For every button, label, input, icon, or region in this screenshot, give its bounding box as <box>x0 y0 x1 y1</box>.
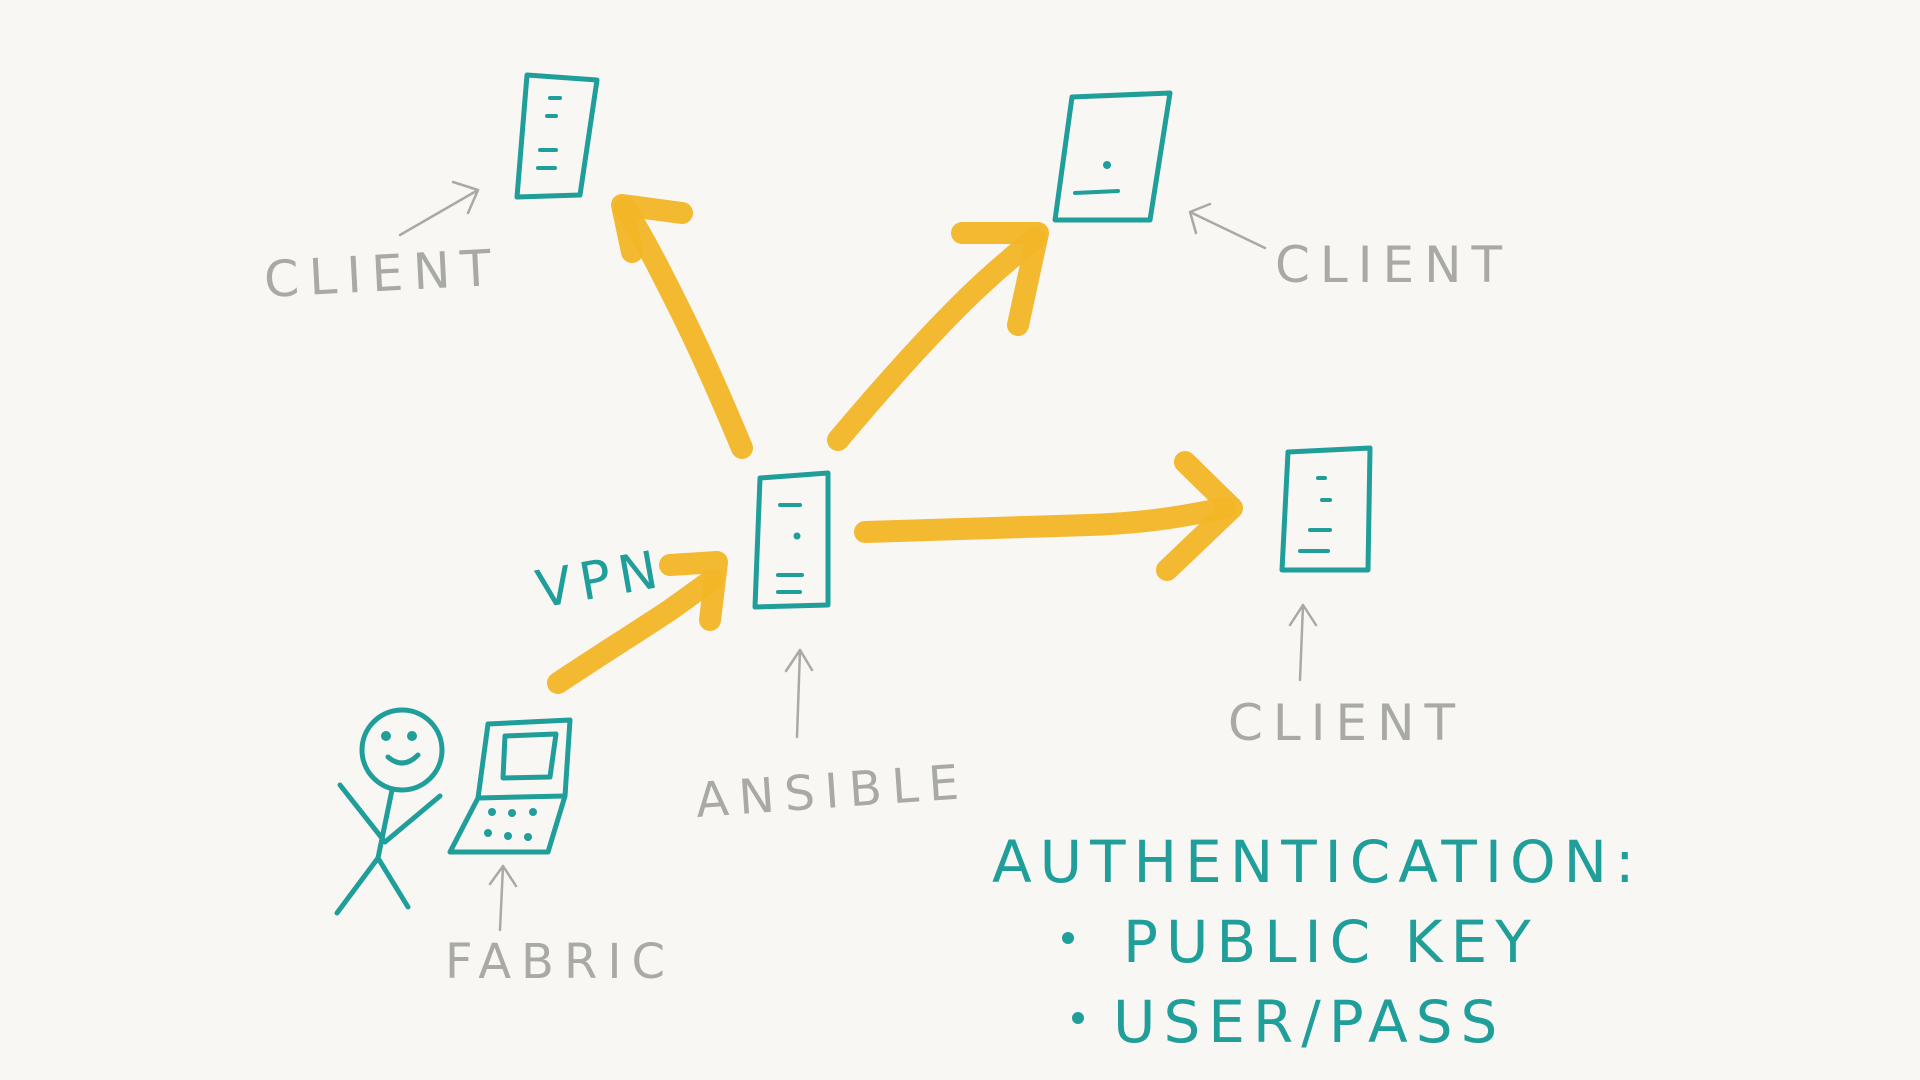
pointer-client-top-right <box>1188 202 1267 250</box>
pointer-client-top-left <box>398 180 480 237</box>
connection-arrows <box>547 194 1243 694</box>
arrow-to-client-top-left <box>614 197 753 459</box>
server-icon <box>1052 90 1173 223</box>
bullet-public-key <box>1062 932 1074 944</box>
label-client-top-right: CLIENT <box>1275 236 1512 294</box>
arrowhead-client-top-left <box>611 194 693 263</box>
server-icon <box>514 72 600 200</box>
label-fabric: FABRIC <box>445 934 675 990</box>
pointer-fabric <box>488 864 518 932</box>
auth-item-user-pass: USER/PASS <box>1113 988 1505 1056</box>
arrow-to-client-top-right <box>827 227 1046 451</box>
authentication-block: AUTHENTICATION: PUBLIC KEY USER/PASS <box>992 828 1643 1056</box>
pointer-client-right <box>1288 603 1318 682</box>
laptop-icon <box>447 717 573 855</box>
arrowhead-client-right <box>1156 451 1243 581</box>
server-ansible <box>752 470 831 610</box>
label-ansible: ANSIBLE <box>694 754 971 829</box>
server-icon <box>752 470 831 610</box>
server-client-right <box>1279 445 1373 573</box>
arrow-to-client-right <box>854 497 1236 543</box>
label-client-right: CLIENT <box>1228 694 1465 752</box>
auth-item-public-key: PUBLIC KEY <box>1123 908 1539 976</box>
label-pointers <box>398 180 1318 932</box>
pointer-ansible <box>784 648 814 739</box>
authentication-heading: AUTHENTICATION: <box>992 828 1643 896</box>
arrowhead-client-top-right <box>951 222 1049 336</box>
server-icon <box>1279 445 1373 573</box>
server-client-top-right <box>1052 90 1173 223</box>
label-client-top-left: CLIENT <box>263 239 503 309</box>
bullet-user-pass <box>1072 1012 1084 1024</box>
stick-figure-icon <box>334 707 445 916</box>
arrowhead-vpn <box>659 551 728 631</box>
arrow-vpn <box>547 569 723 694</box>
server-client-top-left <box>514 72 600 200</box>
label-vpn: VPN <box>532 539 670 621</box>
